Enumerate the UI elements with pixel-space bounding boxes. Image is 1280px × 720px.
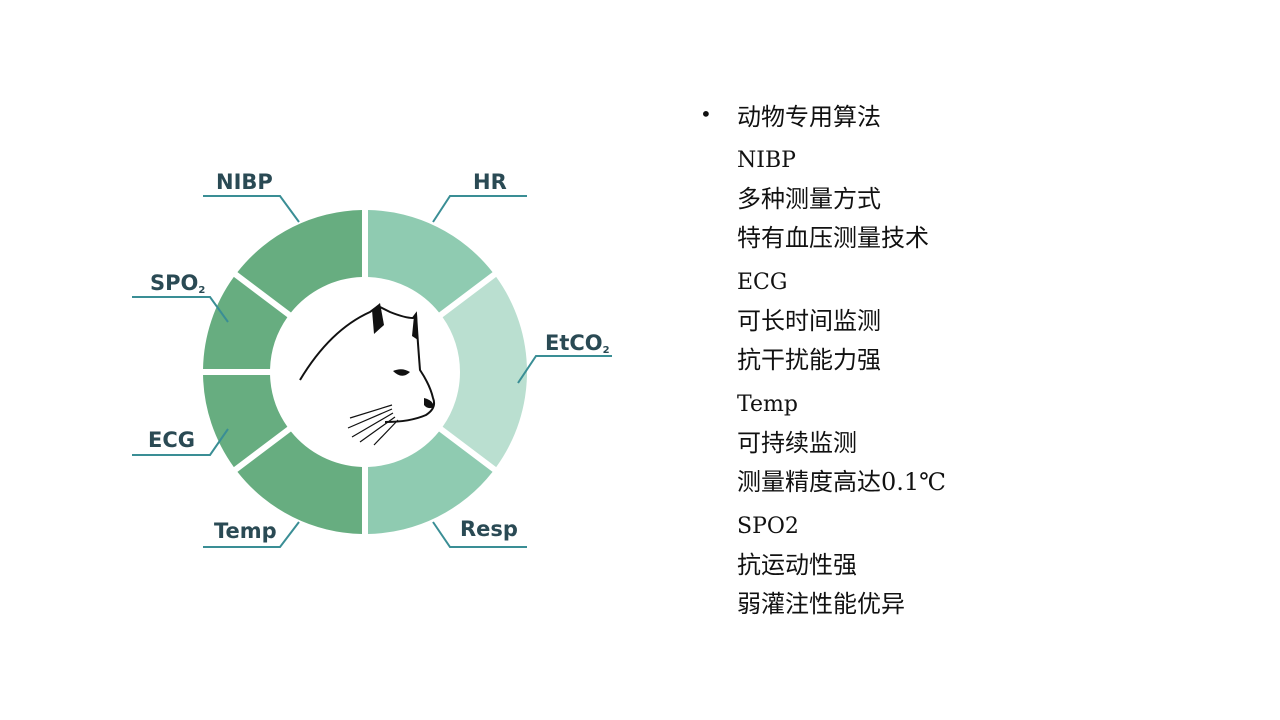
segment-spo2: [203, 276, 288, 370]
nibp-label: NIBP: [216, 170, 273, 194]
section-spo2: SPO2 抗运动性强 弱灌注性能优异: [737, 508, 1260, 624]
feature-heading: 动物专用算法: [737, 102, 881, 131]
spo2-subscript: 2: [198, 285, 205, 296]
svg-text:SPO2: SPO2: [150, 271, 205, 296]
etco2-label: EtCO: [545, 331, 603, 355]
segment-hr: [367, 210, 493, 313]
label-spo2: SPO2: [132, 271, 229, 323]
parameter-ring: [203, 210, 527, 534]
feature-list: • 动物专用算法 NIBP 多种测量方式 特有血压测量技术 ECG 可长时间监测…: [700, 92, 1260, 624]
section-line: 可长时间监测: [737, 307, 881, 335]
section-temp: Temp 可持续监测 测量精度高达0.1℃: [737, 386, 1260, 502]
segment-etco2: [442, 276, 527, 468]
segment-resp: [367, 431, 493, 534]
section-line: 抗干扰能力强: [737, 346, 881, 374]
section-nibp: NIBP 多种测量方式 特有血压测量技术: [737, 142, 1260, 258]
section-line: 特有血压测量技术: [737, 224, 929, 252]
segment-nibp: [237, 210, 363, 313]
label-nibp: NIBP: [203, 170, 300, 223]
section-line: 可持续监测: [737, 429, 857, 457]
feature-heading-row: • 动物专用算法: [700, 92, 1260, 136]
section-line: 弱灌注性能优异: [737, 590, 905, 618]
svg-text:EtCO2: EtCO2: [545, 331, 610, 356]
segment-temp: [237, 431, 363, 534]
ecg-label: ECG: [148, 428, 195, 452]
label-resp: Resp: [432, 517, 527, 548]
spo2-label: SPO: [150, 271, 198, 295]
bullet-dot: •: [700, 102, 712, 126]
section-title: Temp: [737, 392, 798, 417]
section-ecg: ECG 可长时间监测 抗干扰能力强: [737, 264, 1260, 380]
section-title: NIBP: [737, 148, 796, 173]
hr-label: HR: [473, 170, 507, 194]
segment-ecg: [203, 374, 288, 468]
label-etco2: EtCO2: [517, 331, 612, 384]
section-line: 测量精度高达0.1℃: [737, 468, 947, 496]
label-ecg: ECG: [132, 428, 229, 456]
section-title: SPO2: [737, 514, 799, 539]
section-line: 抗运动性强: [737, 551, 857, 579]
temp-label: Temp: [214, 519, 277, 543]
cat-head-icon: [299, 303, 436, 446]
etco2-subscript: 2: [603, 345, 610, 356]
section-title: ECG: [737, 270, 788, 295]
label-temp: Temp: [203, 519, 300, 548]
section-line: 多种测量方式: [737, 185, 881, 213]
label-hr: HR: [432, 170, 527, 223]
resp-label: Resp: [460, 517, 518, 541]
